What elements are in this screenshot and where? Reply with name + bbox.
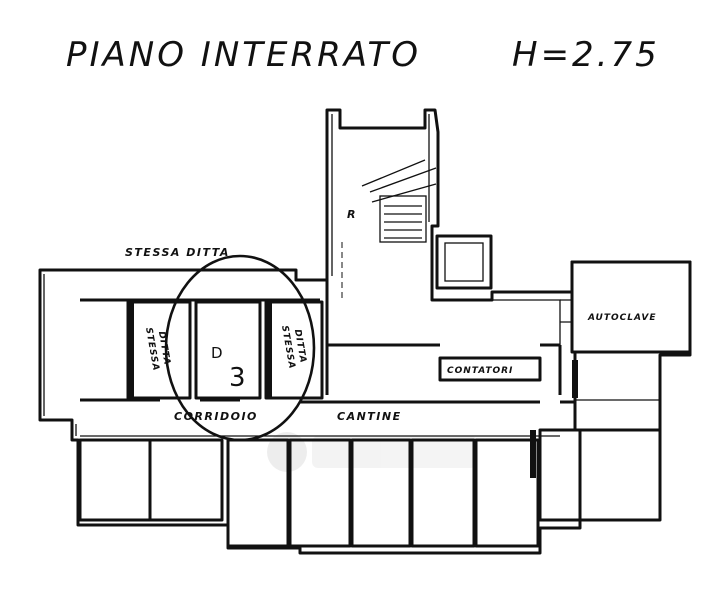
watermark	[267, 432, 477, 472]
cantine-cells	[78, 360, 582, 548]
contatori-box: CONTATORI	[438, 356, 542, 382]
r-mark: R	[347, 208, 357, 221]
unit-letter: D	[211, 344, 223, 362]
storage-rooms-upper	[126, 300, 324, 400]
cantine-label: CANTINE	[337, 410, 402, 423]
autoclave-label: AUTOCLAVE	[587, 313, 656, 323]
contatori-label: CONTATORI	[447, 366, 513, 376]
height-note: H=2.75	[512, 35, 660, 75]
lift-shaft	[435, 234, 493, 290]
autoclave-room: AUTOCLAVE	[560, 260, 692, 354]
unit-highlight	[164, 254, 316, 442]
outer-walls	[38, 108, 692, 555]
stessa-ditta-top-label: STESSA DITTA	[125, 246, 230, 259]
unit-number: 3	[229, 363, 246, 393]
stessa-ditta-right-label: STESSA DITTA	[279, 325, 308, 370]
plan-title: PIANO INTERRATO	[66, 35, 421, 75]
corridoio-label: CORRIDOIO	[174, 410, 258, 423]
stair-core: R	[341, 159, 437, 300]
